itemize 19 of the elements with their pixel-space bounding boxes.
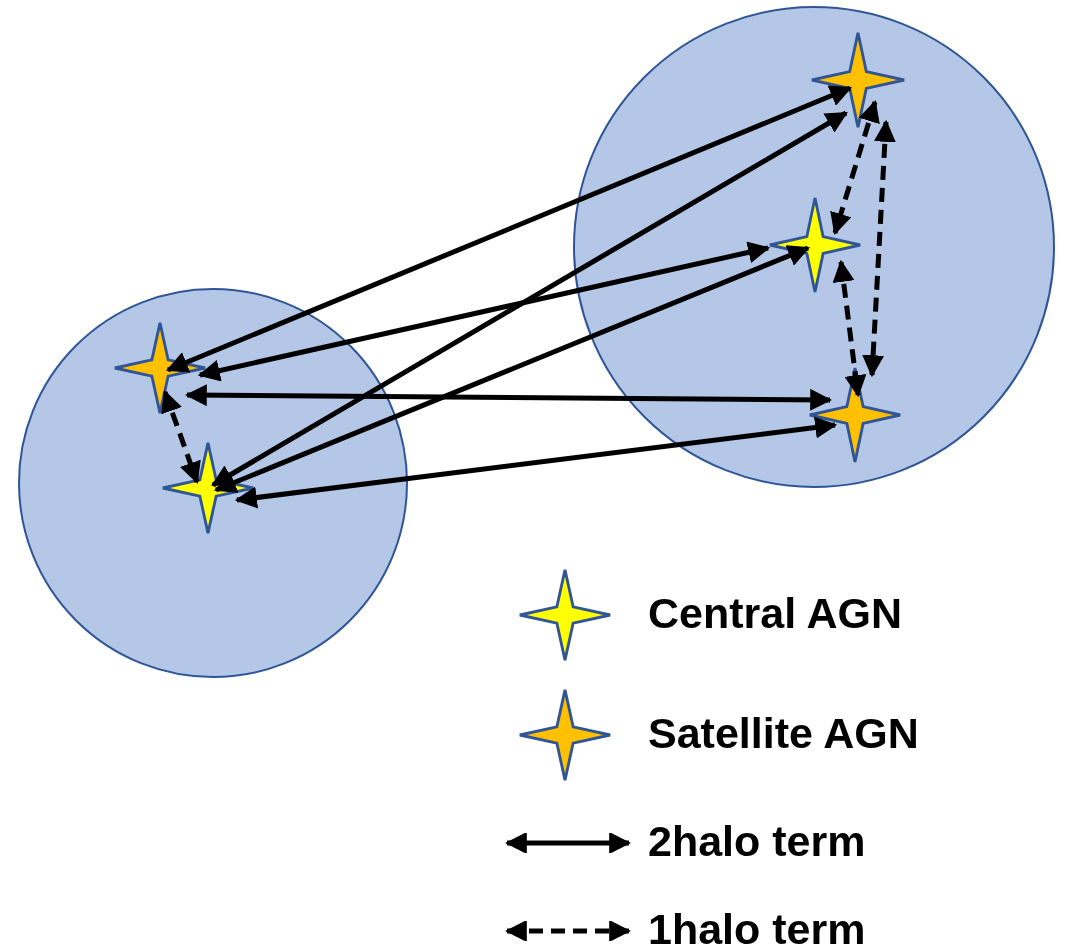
legend-label: Central AGN bbox=[648, 592, 903, 635]
central-agn-star bbox=[160, 440, 256, 536]
central-agn-star bbox=[767, 195, 863, 295]
satellite-agn-star bbox=[112, 320, 208, 416]
satellite-agn-star bbox=[809, 30, 907, 130]
dashed-double-arrow bbox=[832, 259, 867, 398]
legend-label: Satellite AGN bbox=[648, 712, 919, 755]
satellite-agn-star bbox=[807, 365, 903, 465]
legend-label: 1halo term bbox=[648, 908, 866, 951]
double-arrow bbox=[234, 416, 838, 509]
dashed-double-arrow bbox=[862, 119, 896, 378]
double-arrow bbox=[197, 241, 771, 382]
double-arrow bbox=[184, 384, 833, 411]
legend-label: 2halo term bbox=[648, 820, 866, 863]
dashed-double-arrow bbox=[161, 389, 201, 485]
double-arrow bbox=[165, 85, 853, 373]
dashed-double-arrow bbox=[830, 99, 880, 236]
double-arrow bbox=[211, 110, 848, 488]
double-arrow bbox=[213, 245, 811, 493]
